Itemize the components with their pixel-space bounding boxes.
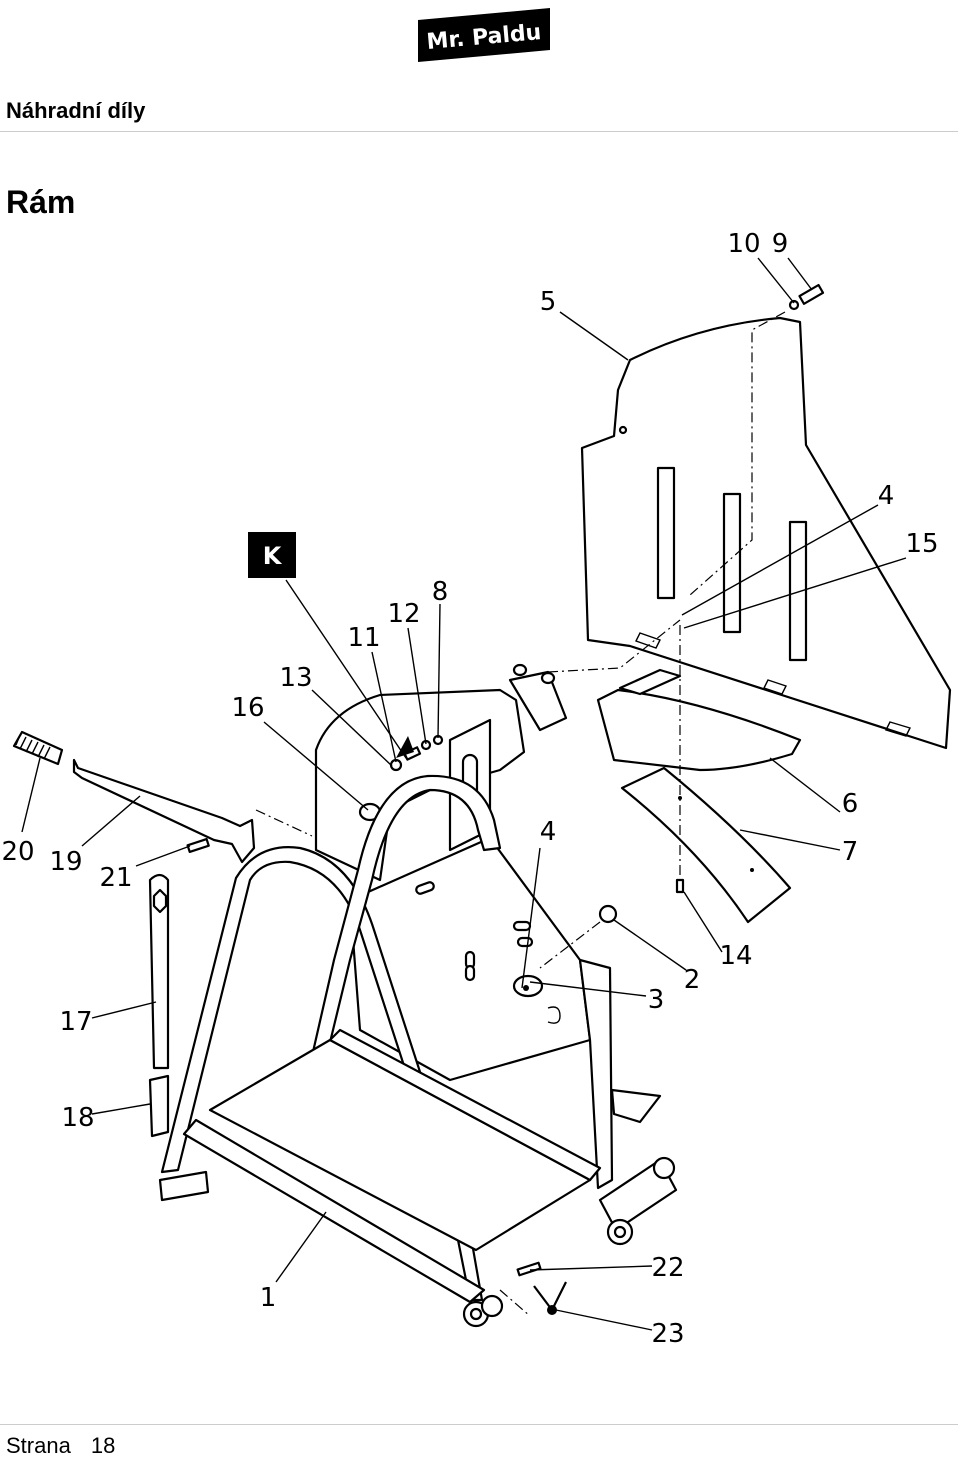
mr-paldu-logo: Mr. Paldu [418, 8, 550, 62]
bolt-part-9 [788, 283, 825, 311]
frame-exploded-diagram: K 10 9 5 4 15 8 12 11 13 16 20 19 21 4 6… [1, 229, 952, 1349]
frame-tubular-legs [158, 774, 602, 1304]
front-hinge [462, 1289, 531, 1328]
callout-19: 19 [49, 847, 82, 877]
screw-part-21 [186, 837, 210, 853]
callout-9: 9 [772, 229, 789, 259]
rear-axle-bracket [598, 1088, 678, 1246]
callout-15: 15 [905, 529, 938, 559]
callout-14: 14 [719, 941, 752, 971]
page-header-title: Náhradní díly [6, 98, 146, 123]
rear-shield-part [580, 311, 952, 750]
pin-part-22 [516, 1261, 542, 1277]
callout-17: 17 [59, 1007, 92, 1037]
footer-page-number: 18 [90, 1433, 116, 1458]
handle-part-19 [72, 758, 313, 864]
callout-21: 21 [99, 863, 132, 893]
callout-2: 2 [684, 965, 701, 995]
k-marker-label: K [263, 542, 283, 570]
callout-12: 12 [387, 599, 420, 629]
callout-1: 1 [260, 1283, 277, 1313]
deflector-part-6 [596, 668, 802, 772]
callout-leaders [21, 257, 907, 1331]
footer-divider [0, 1424, 958, 1425]
callout-6: 6 [842, 789, 859, 819]
callout-5: 5 [540, 287, 557, 317]
callout-10: 10 [727, 229, 760, 259]
cap-part-2 [539, 904, 618, 969]
callout-8: 8 [432, 577, 449, 607]
callout-23: 23 [651, 1319, 684, 1349]
callout-3: 3 [648, 985, 665, 1015]
callout-18: 18 [61, 1103, 94, 1133]
callout-22: 22 [651, 1253, 684, 1283]
k-arrow-icon [396, 736, 414, 758]
callout-16: 16 [231, 693, 264, 723]
callout-7: 7 [842, 837, 859, 867]
k-marker-box [248, 532, 296, 578]
rubber-flap-part-7 [620, 766, 792, 924]
section-title: Rám [6, 184, 76, 220]
page-footer: Strana 18 [6, 1433, 115, 1459]
callout-13: 13 [279, 663, 312, 693]
callout-4-lower: 4 [540, 817, 557, 847]
header-divider [0, 131, 958, 132]
callout-20: 20 [1, 837, 34, 867]
frame-top-plate [348, 836, 614, 1190]
grip-part-18 [148, 1074, 170, 1138]
footer-page-label: Strana [6, 1433, 71, 1458]
callout-11: 11 [347, 623, 380, 653]
lever-part-17 [148, 873, 170, 1070]
callout-4-upper: 4 [878, 481, 895, 511]
spring-part-20 [12, 730, 64, 766]
